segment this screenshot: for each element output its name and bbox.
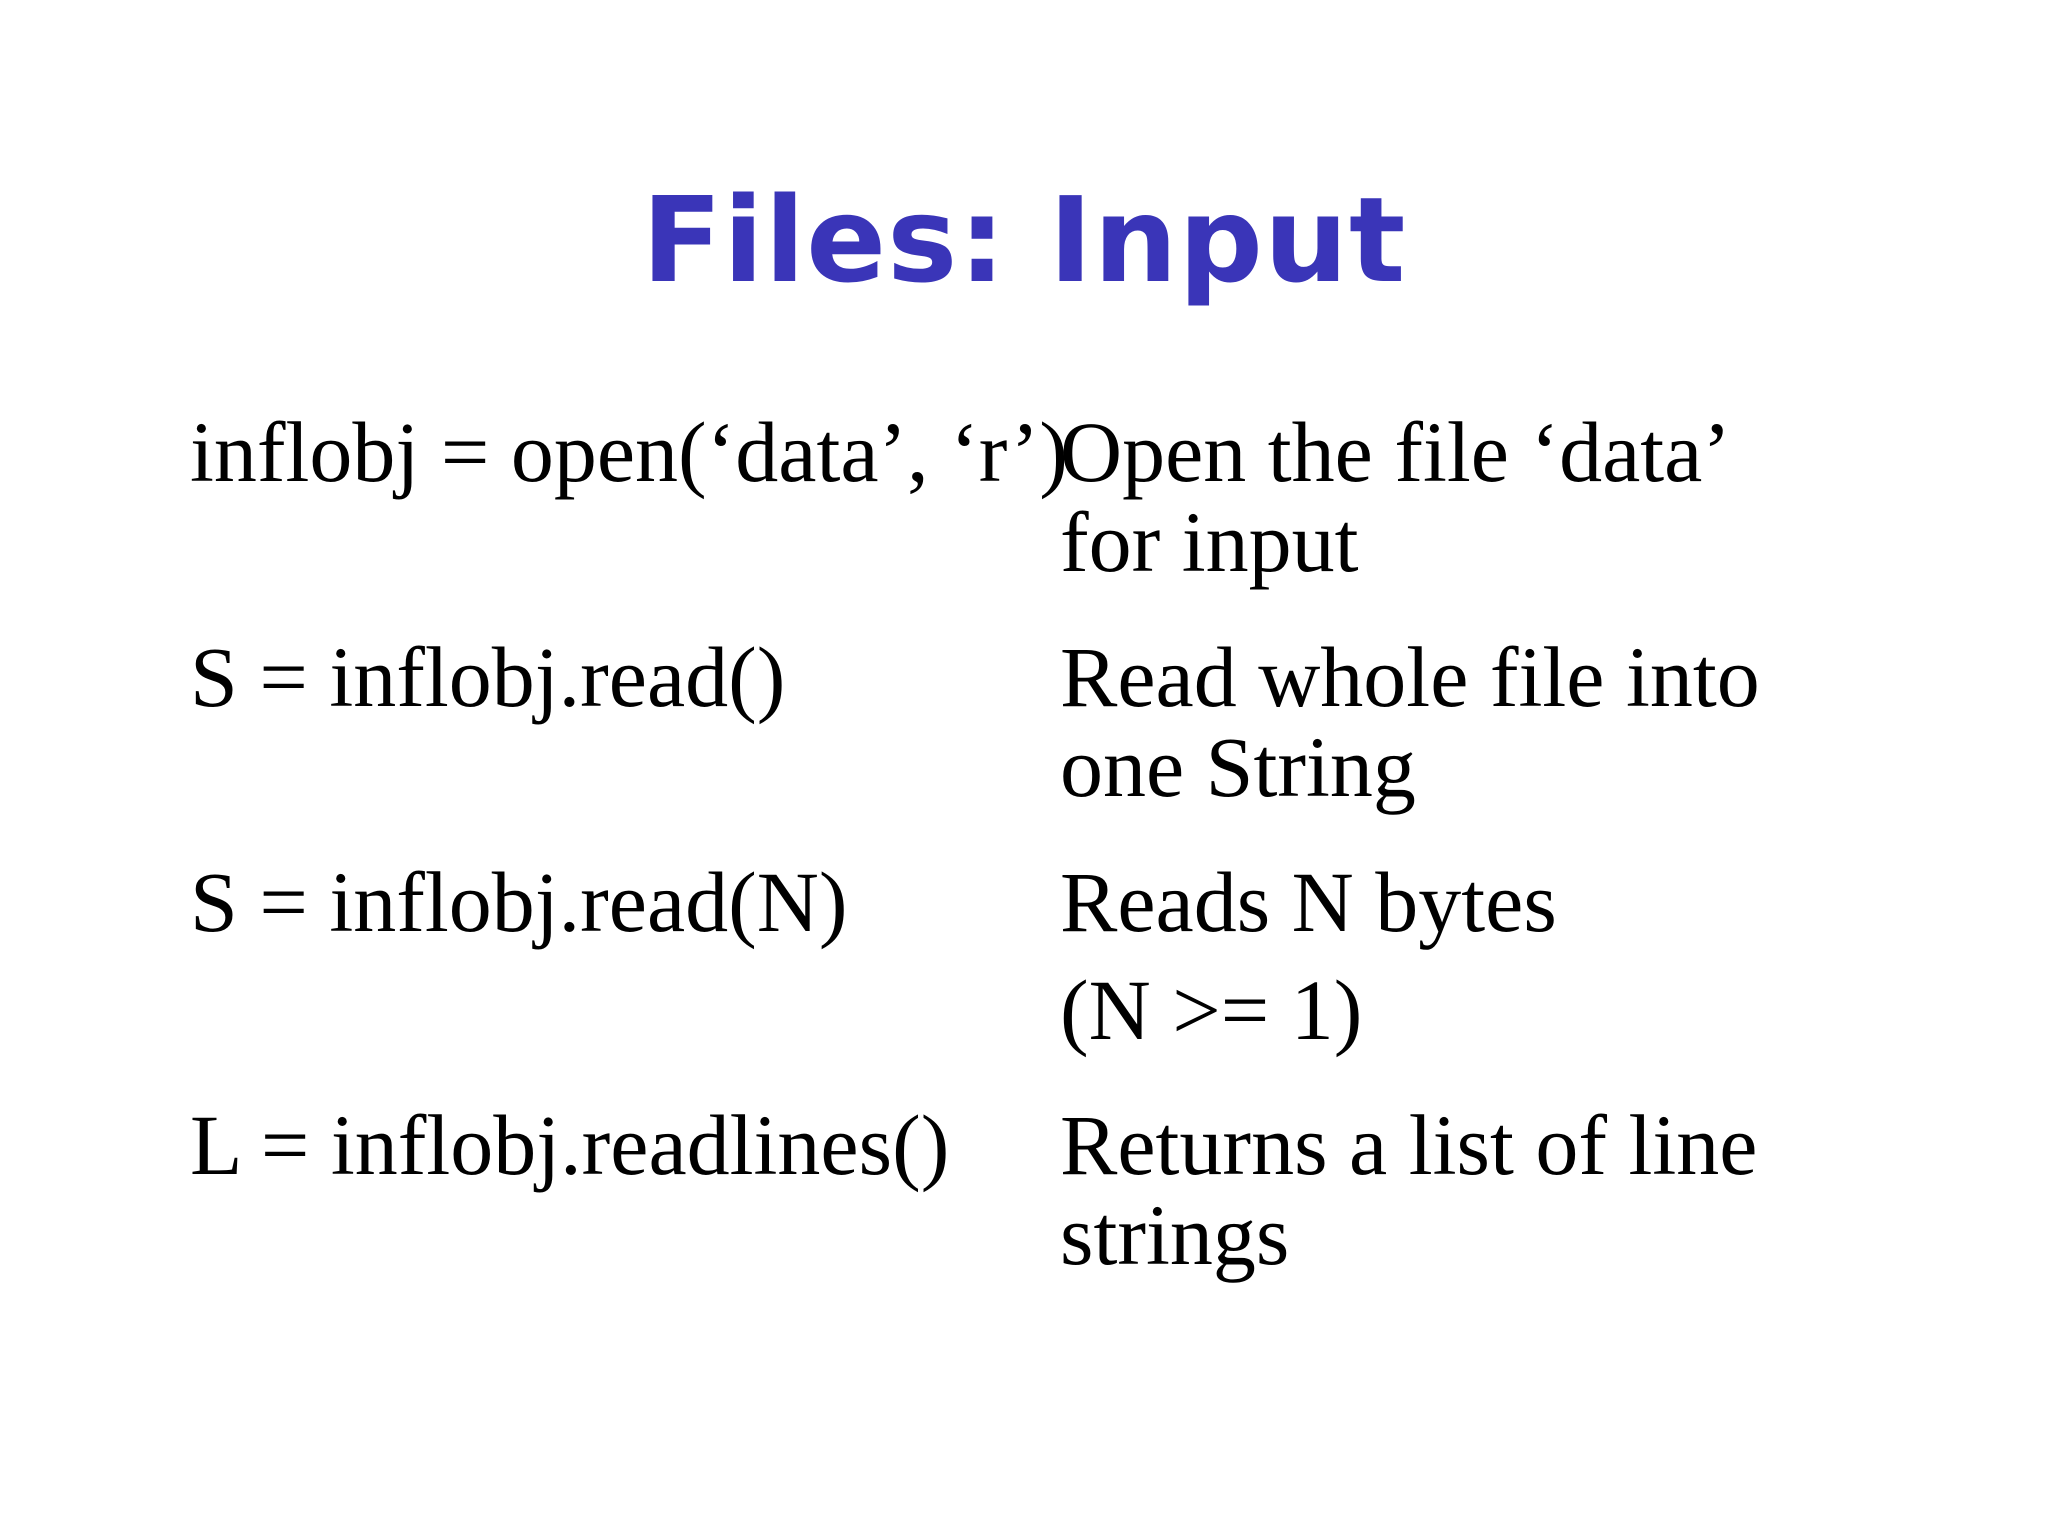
desc-read-n-bytes-text: Reads N bytes [1060,854,1557,950]
desc-read-whole: Read whole file into one String [1060,632,1760,812]
desc-read-whole-text: Read whole file into one String [1060,629,1760,815]
code-read-whole: S = inflobj.read() [190,629,786,725]
desc-read-n-bytes-note: (N >= 1) [1060,962,1363,1058]
desc-read-n-bytes: Reads N bytes (N >= 1) [1060,857,1760,1055]
code-open-file: inflobj = open(‘data’, ‘r’) [190,404,1068,500]
desc-readlines: Returns a list of line strings [1060,1100,1760,1280]
file-input-table: inflobj = open(‘data’, ‘r’) Open the fil… [190,407,2008,1280]
desc-open-file: Open the file ‘data’ for input [1060,407,1760,587]
code-readlines: L = inflobj.readlines() [190,1097,950,1193]
desc-readlines-text: Returns a list of line strings [1060,1097,1758,1283]
slide-title: Files: Input [641,171,1407,309]
desc-open-file-text: Open the file ‘data’ for input [1060,404,1725,590]
code-read-n-bytes: S = inflobj.read(N) [190,854,848,950]
